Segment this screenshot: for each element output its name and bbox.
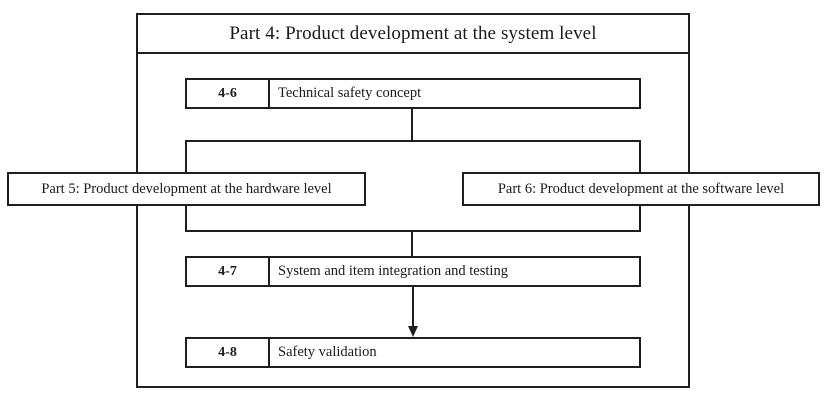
connector-middle-to-4-7 <box>411 231 413 257</box>
clause-label-4-7: System and item integration and testing <box>278 263 508 279</box>
clause-label-4-6: Technical safety concept <box>278 85 422 101</box>
part5-hardware-box[interactable]: Part 5: Product development at the hardw… <box>7 172 366 206</box>
arrow-shaft <box>412 287 414 327</box>
clause-number-4-8: 4-8 <box>187 339 270 366</box>
clause-box-4-8[interactable]: 4-8 Safety validation <box>185 337 641 368</box>
clause-box-4-7[interactable]: 4-7 System and item integration and test… <box>185 256 641 287</box>
arrow-4-7-to-4-8 <box>408 287 418 337</box>
clause-box-4-6[interactable]: 4-6 Technical safety concept <box>185 78 641 109</box>
clause-label-4-8: Safety validation <box>278 344 377 360</box>
part4-title: Part 4: Product development at the syste… <box>136 13 690 54</box>
clause-number-4-7: 4-7 <box>187 258 270 285</box>
connector-4-6-to-middle <box>411 109 413 141</box>
arrow-head-icon <box>408 326 418 337</box>
part6-software-box[interactable]: Part 6: Product development at the softw… <box>462 172 820 206</box>
clause-number-4-6: 4-6 <box>187 80 270 107</box>
